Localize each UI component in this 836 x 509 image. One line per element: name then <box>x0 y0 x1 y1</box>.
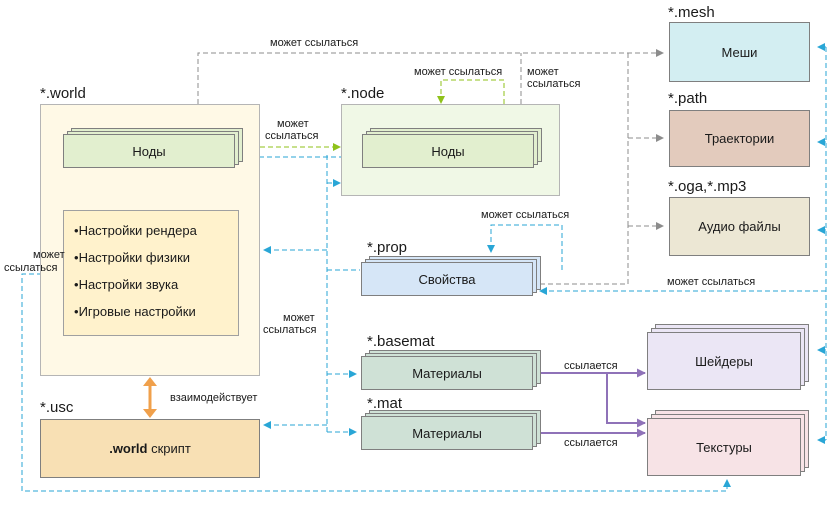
world-nodes-box[interactable]: Ноды <box>63 134 235 168</box>
world-script-rest: скрипт <box>147 441 191 456</box>
blue-dashed-links <box>21 43 827 492</box>
mat-materials-box[interactable]: Материалы <box>361 416 533 450</box>
ext-world: *.world <box>40 85 86 102</box>
textures-box[interactable]: Текстуры <box>647 418 801 476</box>
properties-box[interactable]: Свойства <box>361 262 533 296</box>
label-middle-1: может <box>283 312 315 324</box>
label-top-link: может ссылаться <box>270 37 359 49</box>
shaders-stack[interactable]: Шейдеры <box>647 324 811 390</box>
ext-prop: *.prop <box>367 239 408 256</box>
audio-files-box[interactable]: Аудио файлы <box>669 197 810 256</box>
world-nodes-stack[interactable]: Ноды <box>63 128 245 170</box>
world-script-bold: .world <box>109 441 148 456</box>
node-nodes-box[interactable]: Ноды <box>362 134 534 168</box>
settings-item-sound[interactable]: •Настройки звука <box>74 277 179 292</box>
ext-audio: *.oga,*.mp3 <box>668 178 747 195</box>
ext-mesh: *.mesh <box>668 4 715 21</box>
label-refs-shaders: ссылается <box>564 360 618 372</box>
label-prop-right: может ссылаться <box>667 276 756 288</box>
label-node-self: может ссылаться <box>414 66 503 78</box>
label-nodes-link-1: может <box>277 118 309 130</box>
label-node-right-1: может <box>527 66 559 78</box>
label-middle-2: ссылаться <box>263 324 317 336</box>
label-refs-textures: ссылается <box>564 437 618 449</box>
textures-stack[interactable]: Текстуры <box>647 410 811 478</box>
settings-item-physics[interactable]: •Настройки физики <box>74 250 191 265</box>
world-script-box[interactable]: .world скрипт <box>40 419 260 478</box>
ext-usc: *.usc <box>40 399 74 416</box>
paths-box[interactable]: Траектории <box>669 110 810 167</box>
meshes-box[interactable]: Меши <box>669 22 810 82</box>
basemat-materials-stack[interactable]: Материалы <box>361 350 543 392</box>
properties-stack[interactable]: Свойства <box>361 256 543 298</box>
label-nodes-link-2: ссылаться <box>265 130 319 142</box>
label-world-left-1: может <box>33 249 65 261</box>
orange-arrowhead-top <box>143 377 157 386</box>
label-node-right-2: ссылаться <box>527 78 581 90</box>
label-world-left-2: ссылаться <box>4 262 58 274</box>
ext-path: *.path <box>668 90 708 107</box>
ext-mat: *.mat <box>367 395 403 412</box>
settings-item-render[interactable]: •Настройки рендера <box>74 223 197 238</box>
settings-item-game[interactable]: •Игровые настройки <box>74 304 196 319</box>
label-prop-self: может ссылаться <box>481 209 570 221</box>
ext-basemat: *.basemat <box>367 333 435 350</box>
orange-arrowhead-bottom <box>143 409 157 418</box>
world-settings-panel: •Настройки рендера •Настройки физики •На… <box>63 210 239 336</box>
ext-node: *.node <box>341 85 385 102</box>
label-interacts: взаимодействует <box>170 392 258 404</box>
basemat-materials-box[interactable]: Материалы <box>361 356 533 390</box>
shaders-box[interactable]: Шейдеры <box>647 332 801 390</box>
node-nodes-stack[interactable]: Ноды <box>362 128 544 170</box>
mat-materials-stack[interactable]: Материалы <box>361 410 543 452</box>
purple-solid-links <box>540 368 646 438</box>
